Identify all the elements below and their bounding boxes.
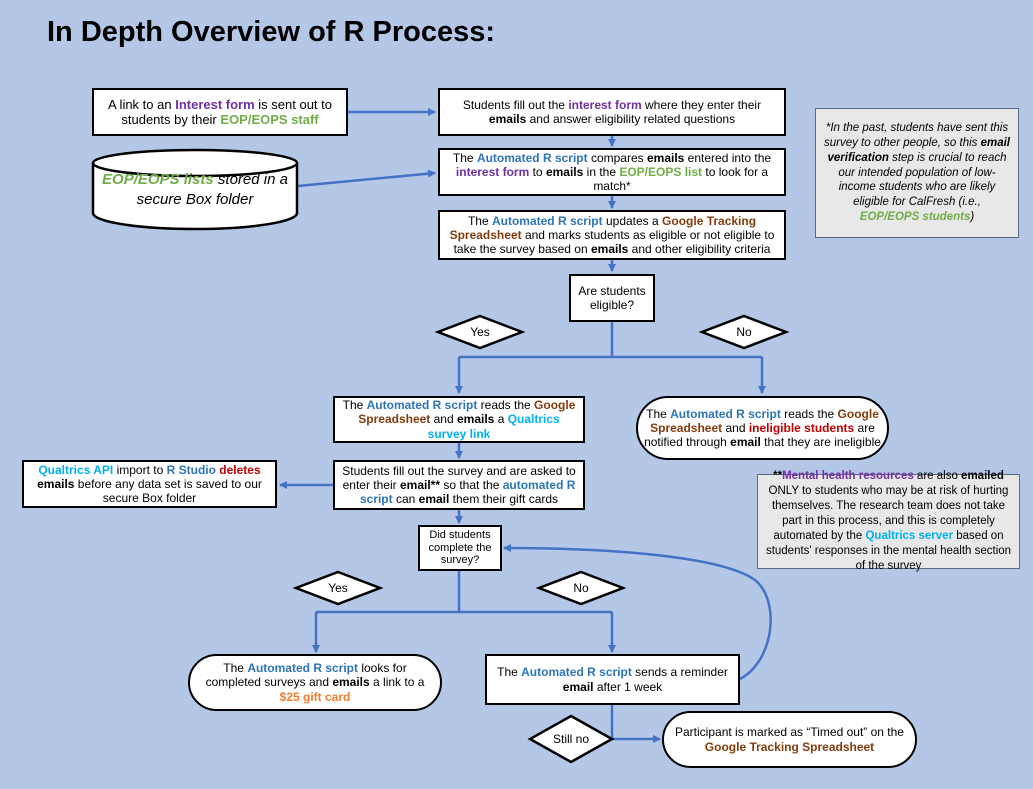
diamond-still-shape [527,714,615,764]
timed-out-oval: Participant is marked as “Timed out” on … [662,711,917,768]
eop-lists-database: EOP/EOPS lists stored in a secure Box fo… [102,171,288,208]
diamond-still-no: Still no [552,731,590,746]
diamond-no-1: No [736,324,752,339]
fill-survey-box: Students fill out the survey and are ask… [333,460,585,510]
diamond-yes-1-shape [434,314,526,350]
arrow-lists-to-compare [297,169,436,188]
qualtrics-api-box: Qualtrics API import to R Studio deletes… [22,460,277,508]
compare-emails-box: The Automated R script compares emails e… [438,148,786,196]
interest-link-box: A link to an Interest form is sent out t… [92,88,348,136]
email-verification-note: *In the past, students have sent this su… [815,108,1019,238]
mental-health-note: **Mental health resources are also email… [757,470,1020,572]
did-students-complete-box: Did students complete the survey? [418,525,502,571]
ineligible-notice-oval: The Automated R script reads the Google … [636,396,889,460]
are-students-eligible-box: Are students eligible? [569,274,655,322]
diamond-no-2-shape [535,570,627,606]
gift-card-oval: The Automated R script looks for complet… [188,654,442,711]
page-title: In Depth Overview of R Process: [47,16,496,48]
diamond-no-2: No [573,580,589,595]
reads-spreadsheet-box: The Automated R script reads the Google … [333,396,585,443]
fill-interest-form-box: Students fill out the interest form wher… [438,88,786,136]
update-spreadsheet-box: The Automated R script updates a Google … [438,210,786,260]
reminder-email-box: The Automated R script sends a reminder … [485,654,740,705]
diamond-yes-1: Yes [470,324,490,339]
diamond-yes-2-shape [292,570,384,606]
diamond-yes-2: Yes [328,580,348,595]
database-cylinder-icon [91,148,299,231]
diamond-no-1-shape [698,314,790,350]
arrow-reminder-loop [503,544,772,681]
